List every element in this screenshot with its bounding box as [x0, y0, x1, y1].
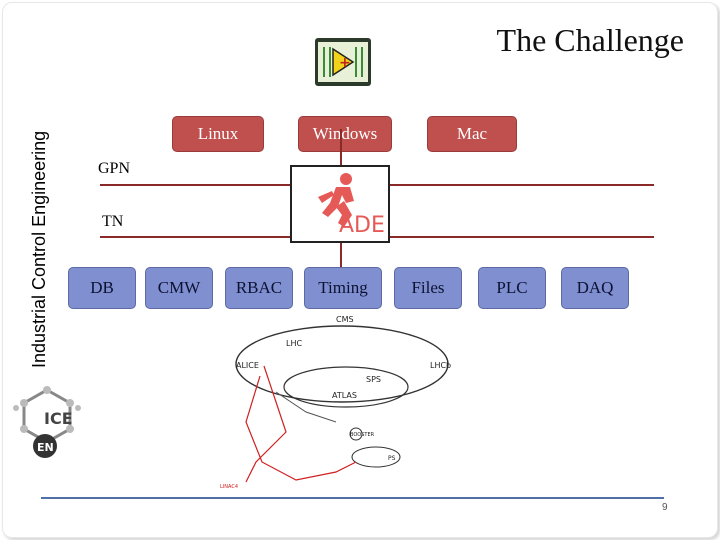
- system-box-db: DB: [68, 267, 136, 309]
- system-box-rbac: RBAC: [225, 267, 293, 309]
- map-label: BOOSTER: [350, 432, 375, 438]
- system-label: Timing: [318, 278, 368, 297]
- os-label: Linux: [197, 124, 239, 143]
- network-label-gpn: GPN: [98, 160, 131, 177]
- map-label: SPS: [366, 375, 381, 384]
- map-label: ALICE: [236, 361, 259, 370]
- system-label: CMW: [157, 278, 201, 297]
- ade-logo: ADE: [290, 165, 390, 243]
- os-label: Windows: [312, 124, 378, 143]
- page-number: 9: [662, 502, 668, 513]
- os-box-windows: Windows: [298, 116, 392, 152]
- system-label: PLC: [496, 278, 528, 297]
- os-label: Mac: [456, 124, 488, 143]
- labview-logo: +: [314, 37, 372, 87]
- ade-logo-text: ADE: [339, 213, 385, 238]
- side-title: Industrial Control Engineering: [29, 130, 49, 368]
- map-label: PS: [388, 455, 396, 462]
- os-box-linux: Linux: [172, 116, 264, 152]
- footer-line: [41, 497, 664, 499]
- os-box-mac: Mac: [427, 116, 517, 152]
- map-label: LHCb: [430, 361, 451, 370]
- system-box-timing: Timing: [304, 267, 382, 309]
- system-label: Files: [411, 278, 445, 297]
- map-label: CMS: [336, 315, 354, 324]
- system-label: DAQ: [576, 278, 614, 297]
- svg-text:ICE: ICE: [44, 409, 73, 428]
- system-box-cmw: CMW: [145, 267, 213, 309]
- svg-text:EN: EN: [37, 441, 54, 454]
- system-label: RBAC: [235, 278, 283, 297]
- system-label: DB: [90, 278, 114, 297]
- slide-title: The Challenge: [496, 22, 684, 58]
- en-ice-logo: EN ICE: [8, 384, 86, 466]
- map-label: LHC: [286, 339, 302, 348]
- map-label: LINAC4: [220, 484, 238, 490]
- system-box-daq: DAQ: [561, 267, 629, 309]
- network-label-tn: TN: [102, 213, 124, 230]
- map-label: ATLAS: [332, 391, 357, 400]
- system-box-files: Files: [394, 267, 462, 309]
- svg-text:+: +: [339, 55, 351, 71]
- accelerator-complex-map: CMS LHC ALICE LHCb SPS ATLAS BOOSTER PS …: [216, 312, 468, 494]
- system-box-plc: PLC: [478, 267, 546, 309]
